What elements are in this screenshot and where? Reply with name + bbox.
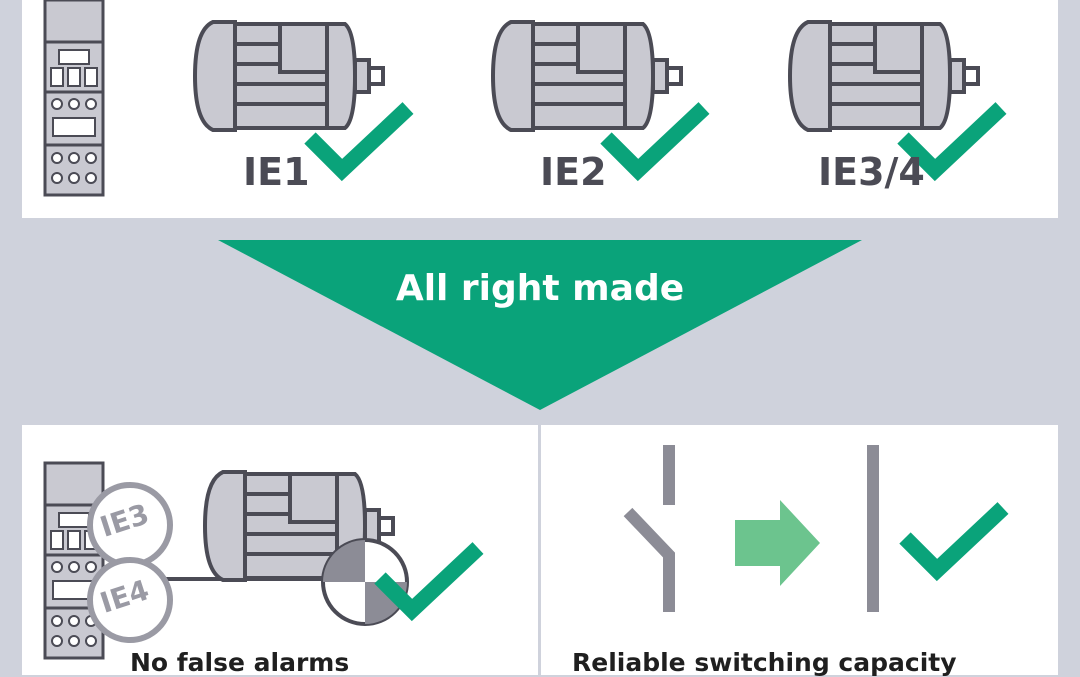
motor-icon bbox=[788, 20, 980, 132]
ie1-label: IE1 bbox=[243, 150, 310, 194]
motor-starter-icon bbox=[43, 461, 105, 660]
ie2-label: IE2 bbox=[540, 150, 607, 194]
motor-icon bbox=[491, 20, 683, 132]
ie3-4-label: IE3/4 bbox=[818, 150, 925, 194]
checkmark-icon bbox=[905, 508, 1003, 570]
switch-open-icon bbox=[623, 445, 675, 612]
ie4-badge bbox=[87, 557, 173, 643]
motor-starter-icon bbox=[43, 0, 105, 197]
banner-title: All right made bbox=[395, 268, 685, 309]
reliable-switching-caption: Reliable switching capacity bbox=[572, 648, 957, 677]
motor-icon bbox=[193, 20, 385, 132]
arrow-right-icon bbox=[735, 500, 820, 586]
no-false-alarms-caption: No false alarms bbox=[130, 648, 350, 677]
banner-arrow bbox=[218, 240, 862, 410]
